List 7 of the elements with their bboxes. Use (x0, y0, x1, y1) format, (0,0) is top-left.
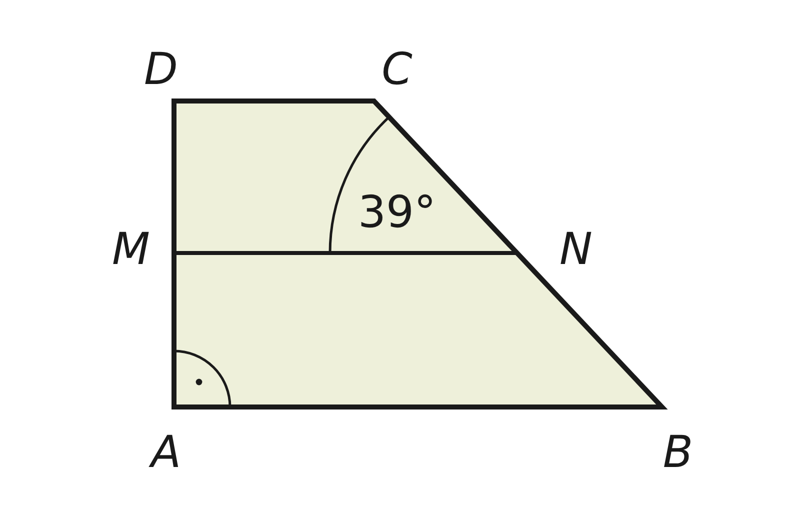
vertex-label: B (662, 431, 694, 475)
point-label: M (112, 228, 150, 272)
vertex-label: A (150, 431, 182, 475)
vertex-label: D (144, 48, 178, 92)
vertex-label: C (382, 48, 412, 92)
angle-label: 39° (358, 191, 436, 235)
point-label: N (560, 228, 592, 272)
